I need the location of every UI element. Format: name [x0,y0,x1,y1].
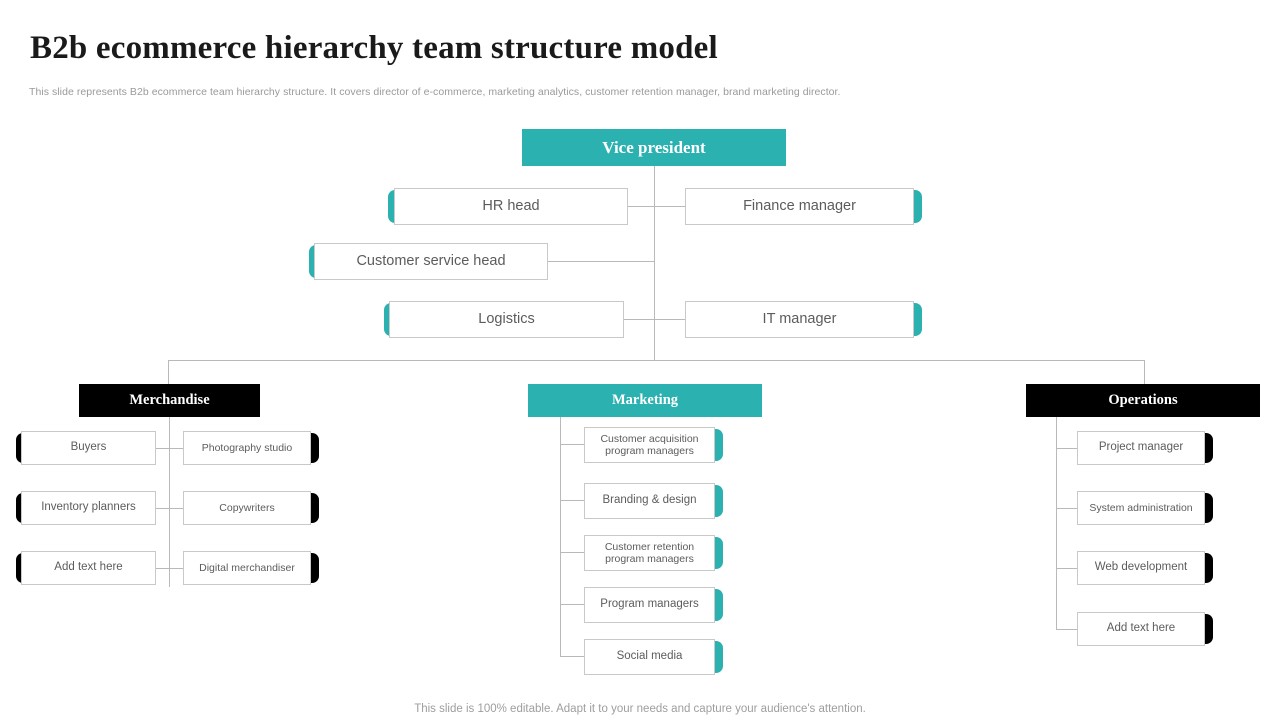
dept-header-merchandise[interactable]: Merchandise [79,384,260,417]
connector-marketing-2 [560,500,584,501]
dept-header-marketing[interactable]: Marketing [528,384,762,417]
connector-level1 [627,206,685,207]
footer-note: This slide is 100% editable. Adapt it to… [414,703,866,715]
bus-drop-merchandise [168,360,169,384]
node-program-managers[interactable]: Program managers [584,587,715,623]
connector-level3 [623,319,685,320]
node-system-administration[interactable]: System administration [1077,491,1205,525]
node-buyers[interactable]: Buyers [21,431,156,465]
connector-operations-3 [1056,568,1078,569]
connector-marketing-5 [560,656,584,657]
connector-merch-left-3 [156,568,170,569]
bus-drop-operations [1144,360,1145,384]
spine-merchandise [169,417,170,587]
connector-operations-2 [1056,508,1078,509]
node-hr-head[interactable]: HR head [394,188,628,225]
node-it-manager[interactable]: IT manager [685,301,914,338]
node-photography-studio[interactable]: Photography studio [183,431,311,465]
connector-marketing-4 [560,604,584,605]
spine-marketing [560,417,561,656]
page-title: B2b ecommerce hierarchy team structure m… [30,30,718,66]
node-project-manager[interactable]: Project manager [1077,431,1205,465]
department-bus [168,360,1145,361]
connector-merch-right-2 [169,508,184,509]
node-ops-add-text-here[interactable]: Add text here [1077,612,1205,646]
node-finance-manager[interactable]: Finance manager [685,188,914,225]
page-subtitle: This slide represents B2b ecommerce team… [29,86,841,98]
connector-merch-left-2 [156,508,170,509]
node-digital-merchandiser[interactable]: Digital merchandiser [183,551,311,585]
node-vice-president[interactable]: Vice president [522,129,786,166]
node-social-media[interactable]: Social media [584,639,715,675]
spine-operations [1056,417,1057,629]
node-customer-retention-program-managers[interactable]: Customer retention program managers [584,535,715,571]
connector-merch-left-1 [156,448,170,449]
node-customer-acquisition-program-managers[interactable]: Customer acquisition program managers [584,427,715,463]
connector-merch-right-3 [169,568,184,569]
node-inventory-planners[interactable]: Inventory planners [21,491,156,525]
connector-operations-1 [1056,448,1078,449]
dept-header-operations[interactable]: Operations [1026,384,1260,417]
connector-operations-4 [1056,629,1078,630]
spine-main [654,166,655,360]
connector-marketing-1 [560,444,584,445]
node-copywriters[interactable]: Copywriters [183,491,311,525]
node-customer-service-head[interactable]: Customer service head [314,243,548,280]
node-merch-add-text-here[interactable]: Add text here [21,551,156,585]
node-branding-and-design[interactable]: Branding & design [584,483,715,519]
node-logistics[interactable]: Logistics [389,301,624,338]
connector-marketing-3 [560,552,584,553]
node-web-development[interactable]: Web development [1077,551,1205,585]
connector-merch-right-1 [169,448,184,449]
connector-level2 [547,261,654,262]
